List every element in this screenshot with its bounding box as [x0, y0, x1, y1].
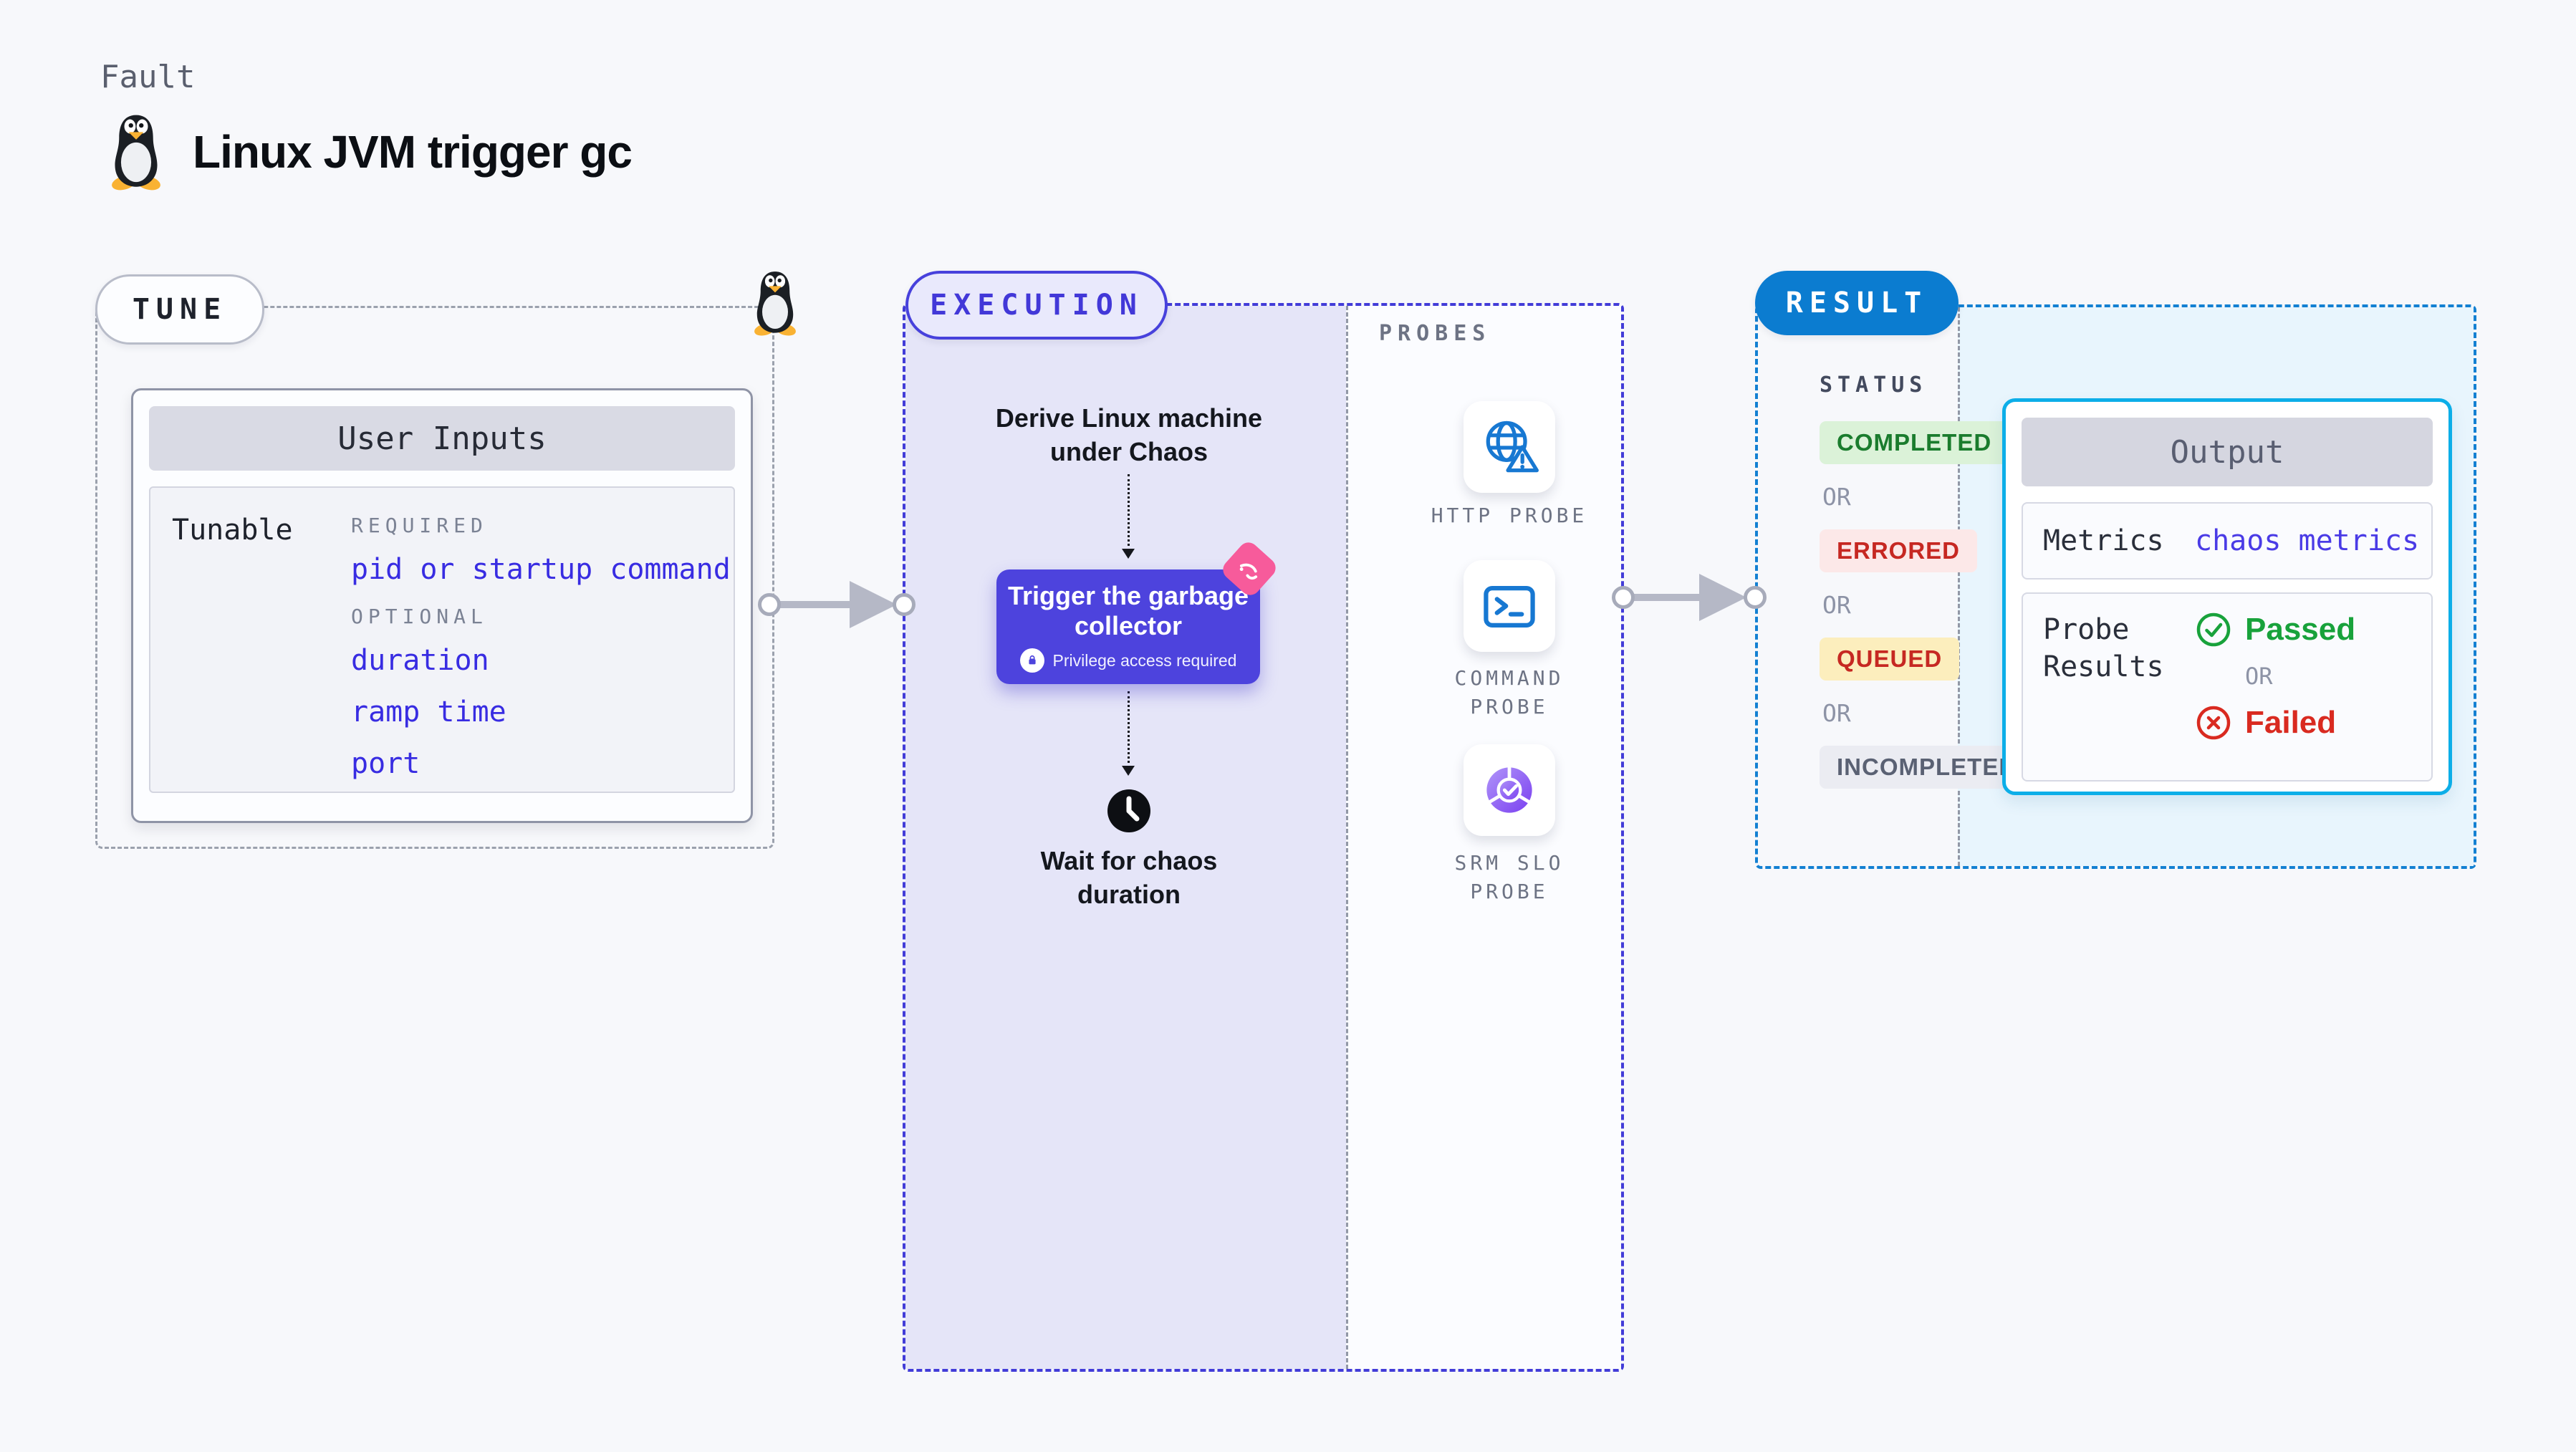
failed-text: Failed [2245, 705, 2337, 740]
x-circle-icon [2196, 706, 2231, 740]
optional-heading: OPTIONAL [351, 605, 488, 628]
flow-dotted-line-2 [1128, 691, 1130, 763]
passed-text: Passed [2245, 612, 2356, 647]
privilege-row: Privilege access required [1019, 648, 1237, 673]
srm-slo-probe-label: SRM SLO PROBE [1454, 851, 1565, 903]
terminal-icon [1484, 585, 1535, 628]
status-or-1: OR [1822, 483, 1851, 511]
probe-results-or: OR [2245, 663, 2273, 690]
execution-to-result-arrowhead [1699, 574, 1746, 621]
derive-step-text: Derive Linux machine under Chaos [995, 403, 1263, 466]
status-badge-completed: COMPLETED [1820, 421, 2009, 464]
lock-icon [1019, 648, 1044, 673]
command-probe-card [1464, 560, 1555, 652]
tune-pill: TUNE [95, 274, 264, 345]
status-column: COMPLETED OR ERRORED OR QUEUED OR INCOMP… [1820, 421, 2034, 789]
flow-dotted-line-1 [1128, 474, 1130, 546]
tune-to-execution-arrowhead [850, 581, 897, 628]
metrics-value: chaos metrics [2195, 524, 2420, 557]
tunable-values: REQUIRED pid or startup command OPTIONAL… [351, 514, 734, 792]
tunable-item-ramp-time: ramp time [351, 696, 506, 729]
result-pill: RESULT [1755, 271, 1959, 335]
status-or-3: OR [1822, 699, 1851, 727]
command-probe-label: COMMAND PROBE [1454, 666, 1565, 718]
execution-pill: EXECUTION [905, 271, 1168, 340]
clock-icon [1106, 788, 1152, 834]
globe-alert-icon [1486, 420, 1539, 473]
result-input-port [1744, 586, 1767, 609]
trigger-gc-title: Trigger the garbage collector [1007, 581, 1249, 640]
srm-slo-probe-card [1464, 744, 1555, 836]
wait-step-text: Wait for chaos duration [1040, 846, 1218, 909]
page-title: Linux JVM trigger gc [193, 126, 633, 178]
http-probe-card [1464, 401, 1555, 493]
tune-section [95, 306, 774, 849]
tune-to-execution-line [778, 601, 858, 608]
metrics-row: Metrics chaos metrics [2022, 502, 2433, 580]
tunable-item-port: port [351, 747, 420, 780]
user-inputs-body: Tunable REQUIRED pid or startup command … [149, 486, 735, 793]
required-heading: REQUIRED [351, 514, 488, 537]
status-badge-queued: QUEUED [1820, 638, 1960, 681]
passed-row: Passed [2195, 611, 2355, 648]
fault-kicker: Fault [100, 59, 196, 95]
output-card: Output Metrics chaos metrics Probe Resul… [2002, 398, 2452, 795]
chaos-badge-icon [1219, 538, 1280, 600]
status-or-2: OR [1822, 591, 1851, 619]
probes-heading: PROBES [1379, 321, 1491, 346]
tunable-item-pid: pid or startup command [351, 553, 731, 586]
execution-to-result-line [1632, 594, 1708, 601]
probe-results-row: Probe Results Passed OR Failed [2022, 592, 2433, 782]
metrics-label: Metrics [2043, 524, 2164, 557]
privilege-text: Privilege access required [1052, 650, 1237, 670]
page-title-row: Linux JVM trigger gc [105, 113, 633, 191]
execution-output-port [1612, 586, 1635, 609]
status-badge-incompleted: INCOMPLETED [1820, 746, 2034, 789]
check-circle-icon [2196, 612, 2231, 647]
tux-penguin-icon [112, 115, 160, 191]
tunable-label: Tunable [172, 514, 293, 547]
flow-arrowhead-2 [1122, 766, 1135, 776]
trigger-gc-node: Trigger the garbage collector Privilege … [996, 569, 1260, 684]
probe-results-label: Probe Results [2043, 613, 2164, 683]
http-probe-label: HTTP PROBE [1431, 504, 1588, 527]
user-inputs-title: User Inputs [149, 406, 735, 471]
user-inputs-card: User Inputs Tunable REQUIRED pid or star… [131, 388, 753, 823]
tux-penguin-corner-icon [754, 271, 796, 336]
execution-input-port [893, 593, 915, 616]
execution-flow-area [905, 306, 1346, 1369]
output-title: Output [2022, 418, 2433, 486]
probe-results-values: Passed OR Failed [2195, 611, 2355, 763]
flow-arrowhead-1 [1122, 549, 1135, 559]
tunable-item-duration: duration [351, 644, 489, 677]
tune-output-port [758, 593, 781, 616]
status-heading: STATUS [1820, 372, 1928, 398]
status-badge-errored: ERRORED [1820, 529, 1978, 572]
slo-donut-check-icon [1486, 766, 1532, 813]
failed-row: Failed [2195, 704, 2355, 741]
